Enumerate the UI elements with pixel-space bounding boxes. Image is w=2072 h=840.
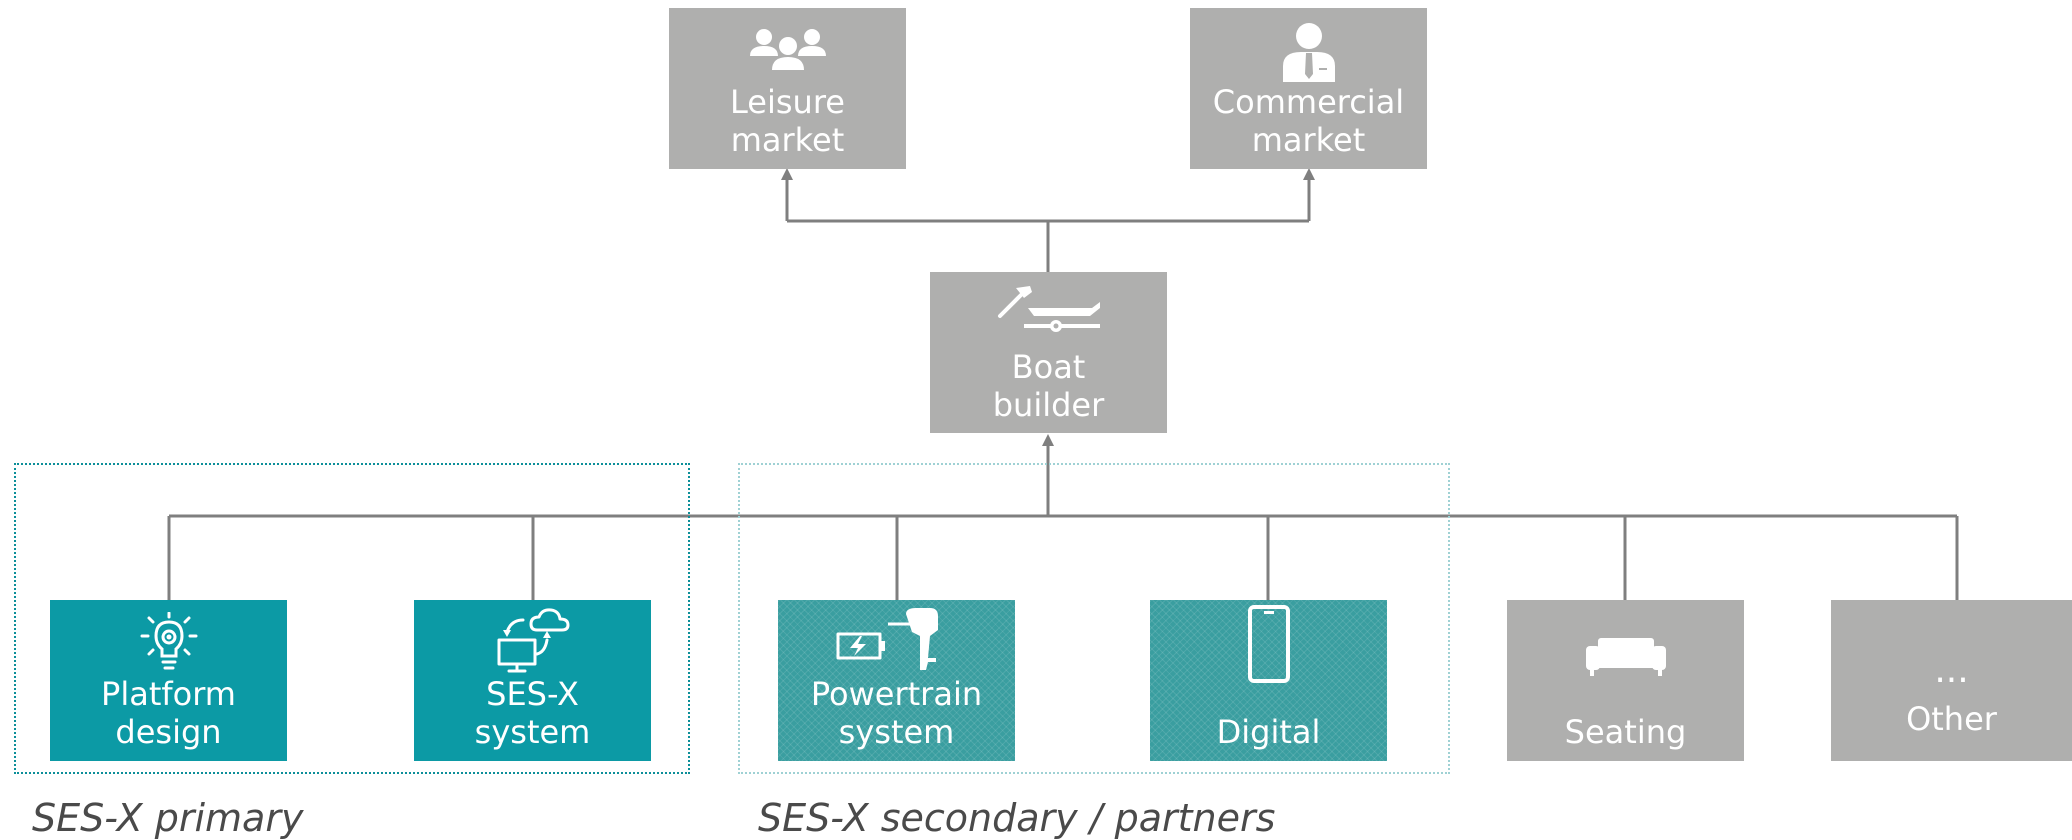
seating-label: Seating (1564, 713, 1687, 751)
secondary-group-caption: SES-X secondary / partners (758, 796, 1276, 840)
powertrain-system-box: Powertrain system (778, 600, 1015, 761)
leisure-market-box: Leisure market (669, 8, 906, 169)
secondary-group-box (738, 463, 1450, 774)
platform-design-box: Platform design (50, 600, 287, 761)
other-box: ... Other (1831, 600, 2072, 761)
primary-group-box (14, 463, 690, 774)
sofa-icon (1507, 634, 1744, 678)
boat-builder-box: Boat builder (930, 272, 1167, 433)
arrowhead-leisure (781, 168, 793, 180)
leisure-market-label: Leisure market (730, 83, 845, 159)
sesx-system-label: SES-X system (474, 675, 591, 751)
other-label: Other (1906, 700, 1997, 738)
hammer-boat-trailer-icon (930, 282, 1167, 342)
digital-label: Digital (1216, 713, 1321, 751)
platform-design-label: Platform design (101, 675, 236, 751)
smartphone-icon (1150, 604, 1387, 684)
commercial-market-box: Commercial market (1190, 8, 1427, 169)
sesx-system-box: SES-X system (414, 600, 651, 761)
ellipsis-icon: ... (1934, 650, 1969, 691)
people-group-icon (669, 26, 906, 76)
seating-box: Seating (1507, 600, 1744, 761)
primary-group-caption: SES-X primary (32, 796, 304, 840)
boat-builder-label: Boat builder (992, 348, 1105, 424)
businessman-icon (1190, 22, 1427, 84)
lightbulb-gear-icon (50, 612, 287, 674)
battery-outboard-motor-icon (778, 606, 1015, 676)
powertrain-system-label: Powertrain system (810, 675, 983, 751)
digital-box: Digital (1150, 600, 1387, 761)
arrowhead-builder (1042, 434, 1054, 446)
computer-cloud-sync-icon (414, 606, 651, 676)
arrowhead-commercial (1303, 168, 1315, 180)
commercial-market-label: Commercial market (1212, 83, 1405, 159)
